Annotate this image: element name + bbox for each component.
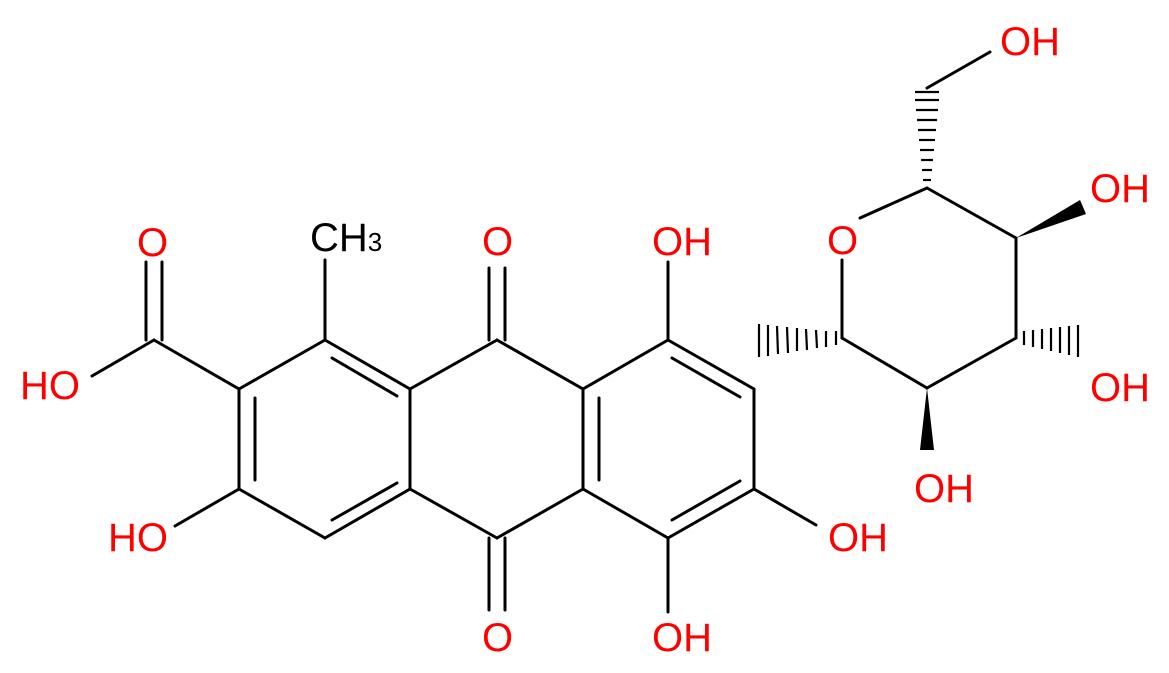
- bond: [408, 487, 499, 540]
- hydroxyl-label: OH: [652, 220, 712, 264]
- bonds: [90, 50, 1018, 614]
- hydroxyl-label: HO: [108, 516, 168, 560]
- bond: [330, 481, 399, 522]
- bond: [323, 487, 412, 540]
- hashed-wedge: [915, 90, 939, 182]
- bond: [152, 338, 241, 391]
- bond: [237, 487, 327, 540]
- bond: [581, 487, 670, 540]
- bond: [752, 487, 818, 527]
- bond: [237, 338, 327, 391]
- solid-wedge: [920, 388, 934, 450]
- hydroxyl-label: OH: [1000, 20, 1060, 64]
- bond: [495, 338, 585, 391]
- hydroxyl-label: OH: [914, 467, 974, 511]
- hydroxyl-label: OH: [828, 516, 888, 560]
- bond: [858, 186, 929, 220]
- bond: [173, 487, 241, 528]
- atom-labels: HO O CH3 O OH O OH OH OH OH HO O OH OH: [20, 20, 1150, 660]
- bond: [581, 338, 670, 391]
- methyl-label: CH3: [310, 216, 382, 260]
- oxygen-label: O: [482, 616, 513, 660]
- bond: [670, 479, 742, 522]
- oxygen-label: O: [137, 221, 168, 265]
- bond: [90, 338, 156, 378]
- bond: [925, 50, 992, 90]
- bond: [925, 336, 1018, 390]
- bond: [840, 336, 929, 390]
- bond: [330, 356, 399, 398]
- bond: [666, 338, 756, 391]
- oxygen-label: O: [482, 220, 513, 264]
- bond: [495, 487, 585, 540]
- bond: [666, 487, 756, 540]
- bond: [670, 356, 742, 399]
- stereo-bonds: [757, 90, 1086, 450]
- hashed-wedge: [757, 324, 838, 357]
- bond: [323, 338, 412, 391]
- hydroxyl-label: OH: [1090, 366, 1150, 410]
- hydroxyl-label: OH: [1090, 167, 1150, 211]
- hashed-wedge: [1022, 325, 1080, 357]
- ring-oxygen-label: O: [827, 219, 858, 263]
- bond: [925, 186, 1018, 240]
- solid-wedge: [1016, 200, 1086, 238]
- hydroxyl-label: OH: [652, 616, 712, 660]
- hydroxyl-label: HO: [20, 364, 80, 408]
- bond: [408, 338, 499, 391]
